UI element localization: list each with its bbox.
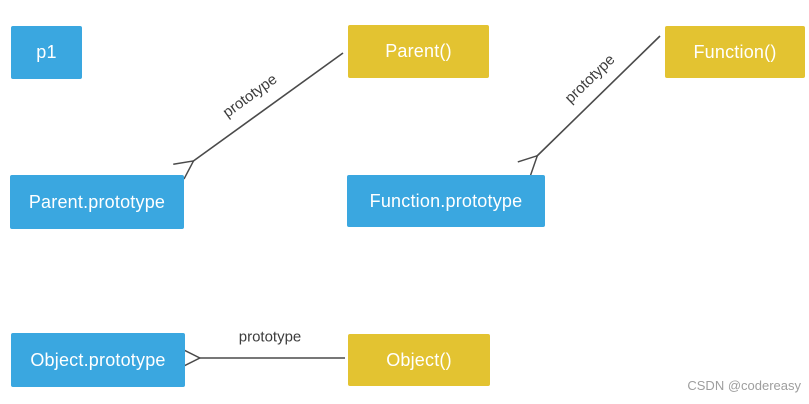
box-function-prototype: Function.prototype xyxy=(347,175,545,227)
arrow-function-to-function-prototype xyxy=(517,35,661,176)
arrow-label-parent-prototype: prototype xyxy=(219,70,281,122)
box-object-constructor: Object() xyxy=(348,334,490,386)
box-object-prototype: Object.prototype xyxy=(11,333,185,387)
box-parent-constructor: Parent() xyxy=(348,25,489,78)
arrow-label-object-prototype: prototype xyxy=(238,328,302,346)
arrow-label-function-prototype: prototype xyxy=(561,51,619,107)
box-p1: p1 xyxy=(11,26,82,79)
watermark: CSDN @codereasy xyxy=(687,378,801,393)
box-function-constructor: Function() xyxy=(665,26,805,78)
arrow-parent-to-parent-prototype xyxy=(173,52,344,180)
box-parent-prototype: Parent.prototype xyxy=(10,175,184,229)
